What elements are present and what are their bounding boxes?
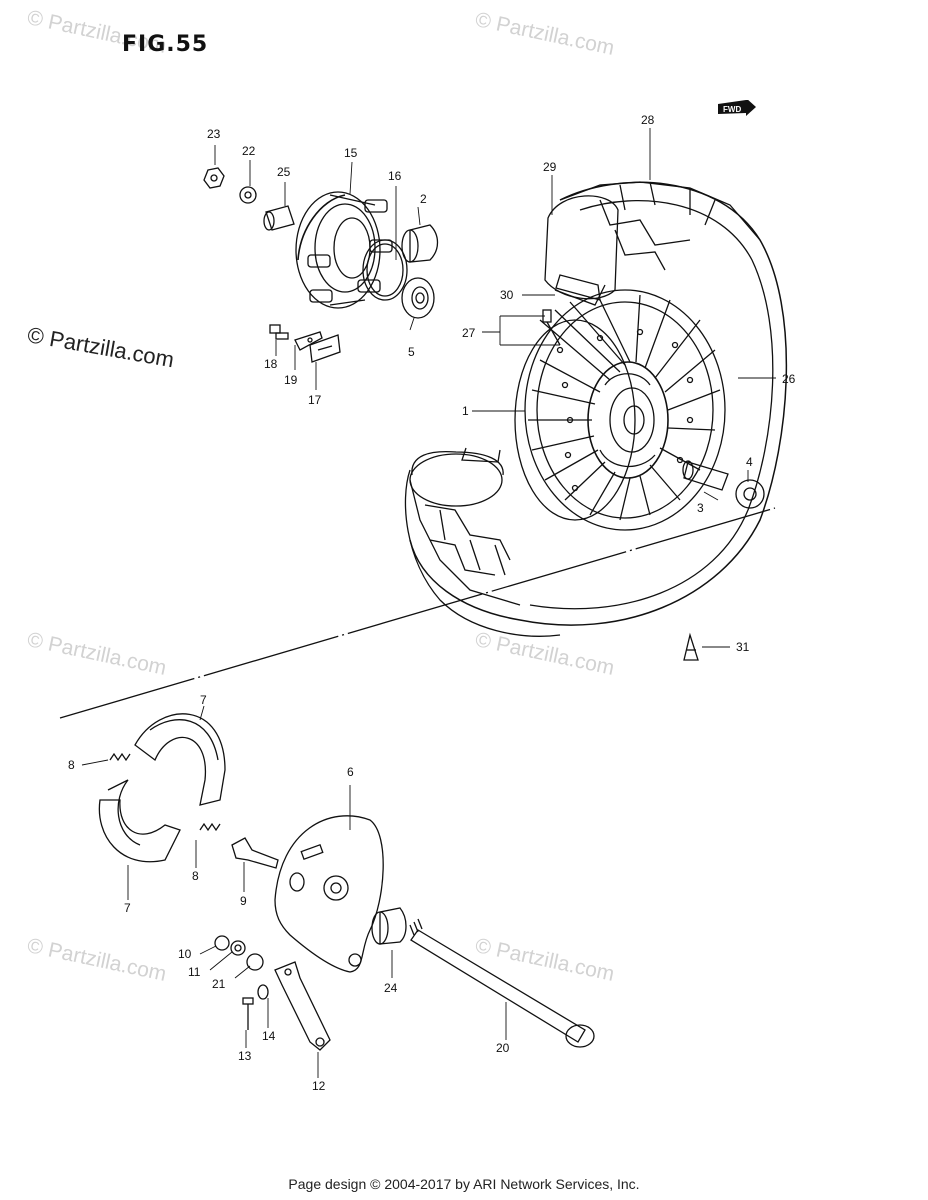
rim-tape xyxy=(555,274,601,301)
nut-14 xyxy=(257,984,269,1000)
spring-upper xyxy=(109,752,131,762)
figure-title: FIG.55 xyxy=(122,32,209,57)
nut-22 xyxy=(239,186,257,204)
callout-7b: 7 xyxy=(124,901,131,915)
callout-25: 25 xyxy=(277,165,291,179)
callout-17: 17 xyxy=(308,393,322,407)
callout-8b: 8 xyxy=(192,869,199,883)
callout-1: 1 xyxy=(462,404,469,418)
callout-31: 31 xyxy=(736,640,750,654)
bolt-18 xyxy=(269,324,289,340)
spacer-25 xyxy=(263,205,295,231)
callout-8a: 8 xyxy=(68,758,75,772)
fwd-label: FWD xyxy=(723,105,741,114)
callout-12: 12 xyxy=(312,1079,326,1093)
tire xyxy=(404,181,788,637)
brake-arm xyxy=(274,961,331,1051)
dust-seal xyxy=(735,479,765,509)
callout-labels: 1 2 3 4 5 6 7 7 8 8 9 10 11 12 13 14 15 … xyxy=(68,113,796,1093)
brake-shoe-lower xyxy=(98,779,181,863)
spacer-24 xyxy=(371,907,407,945)
callout-29: 29 xyxy=(543,160,557,174)
lock-washer-19 xyxy=(294,331,323,351)
callout-27: 27 xyxy=(462,326,476,340)
tube xyxy=(544,195,619,306)
callout-23: 23 xyxy=(207,127,221,141)
callout-19: 19 xyxy=(284,373,298,387)
section-divider xyxy=(59,507,776,719)
callout-30: 30 xyxy=(500,288,514,302)
callout-24: 24 xyxy=(384,981,398,995)
lock-plate-17 xyxy=(309,334,341,363)
axle-spacer xyxy=(682,460,729,491)
forward-arrow-icon: FWD xyxy=(718,100,756,116)
bearing xyxy=(401,277,435,319)
wheel-rim xyxy=(514,289,726,531)
cushion xyxy=(401,224,439,263)
o-ring xyxy=(362,239,408,301)
valve-cap xyxy=(683,632,699,661)
axle xyxy=(409,918,595,1048)
page-footer: Page design © 2004-2017 by ARI Network S… xyxy=(288,1176,640,1192)
bolt-13 xyxy=(242,997,254,1030)
callout-6: 6 xyxy=(347,765,354,779)
callout-26: 26 xyxy=(782,372,796,386)
hub-drum xyxy=(295,191,393,309)
callout-5: 5 xyxy=(408,345,415,359)
spring-lower xyxy=(199,822,221,832)
callout-16: 16 xyxy=(388,169,402,183)
brake-cam xyxy=(231,837,279,869)
nut-23 xyxy=(203,167,225,189)
callout-7a: 7 xyxy=(200,693,207,707)
washer-11 xyxy=(230,940,246,956)
leader-lines xyxy=(81,128,776,1078)
callout-10: 10 xyxy=(178,947,192,961)
callout-22: 22 xyxy=(242,144,256,158)
callout-15: 15 xyxy=(344,146,358,160)
callout-20: 20 xyxy=(496,1041,510,1055)
callout-14: 14 xyxy=(262,1029,276,1043)
washer-10 xyxy=(214,935,230,951)
brake-panel xyxy=(274,815,384,973)
tube-lower xyxy=(409,447,504,507)
callout-2: 2 xyxy=(420,192,427,206)
callout-3: 3 xyxy=(697,501,704,515)
callout-13: 13 xyxy=(238,1049,252,1063)
callout-11: 11 xyxy=(188,965,201,979)
callout-18: 18 xyxy=(264,357,278,371)
callout-28: 28 xyxy=(641,113,655,127)
callout-4: 4 xyxy=(746,455,753,469)
callout-9: 9 xyxy=(240,894,247,908)
brake-shoe-upper xyxy=(134,713,226,806)
callout-21: 21 xyxy=(212,977,226,991)
washer-21 xyxy=(246,953,264,971)
